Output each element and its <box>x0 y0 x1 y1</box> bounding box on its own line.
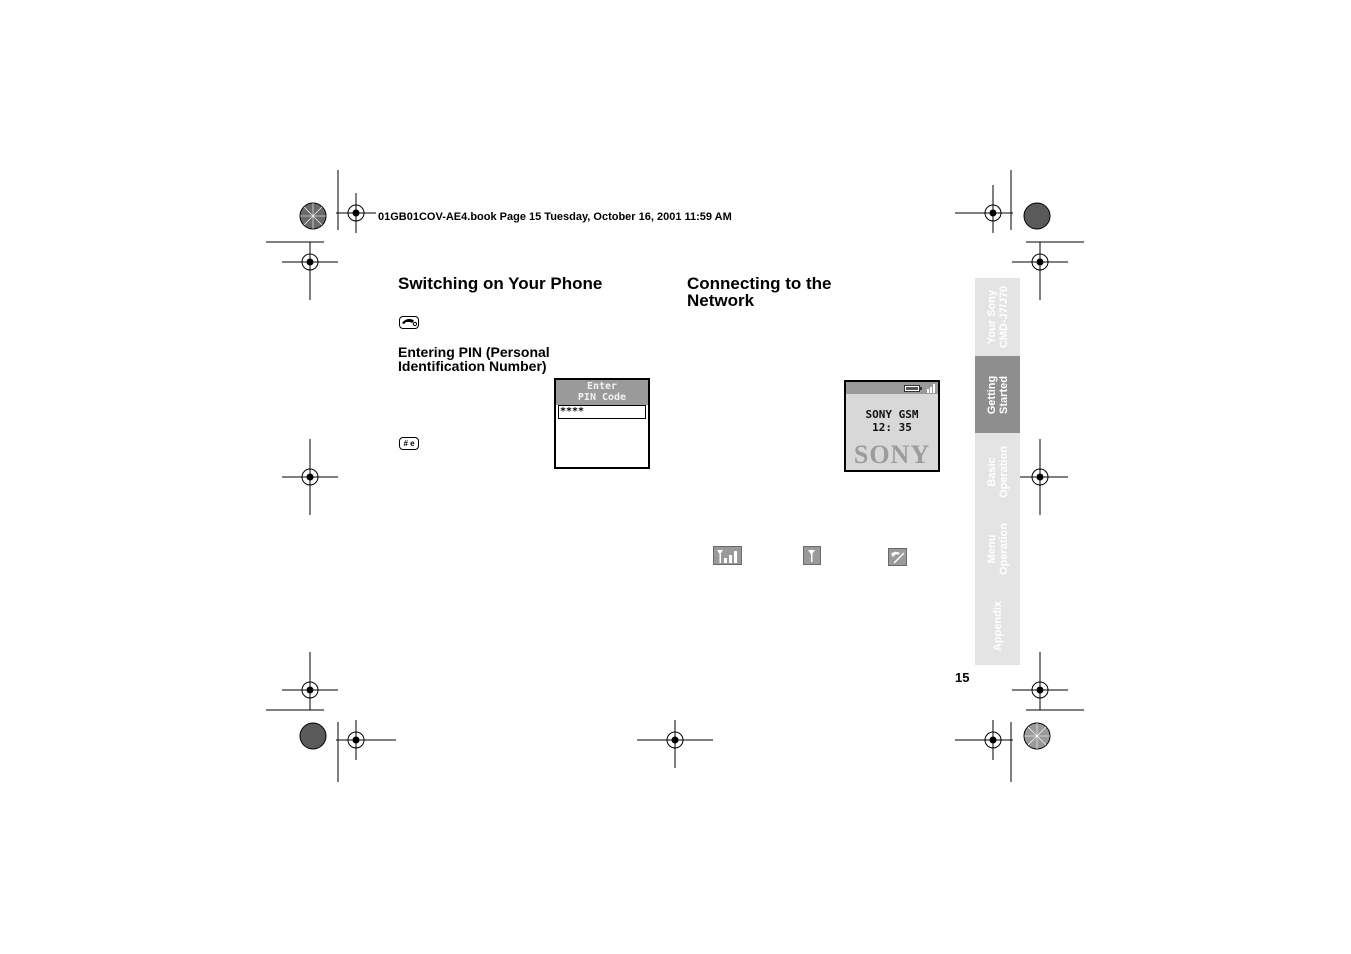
no-network-icon <box>803 546 821 565</box>
book-header: 01GB01COV-AE4.book Page 15 Tuesday, Octo… <box>378 211 732 223</box>
color-bar-circles <box>299 202 1051 750</box>
power-key-icon <box>399 316 419 329</box>
tab-getting-started-label: Getting Started <box>985 375 1010 414</box>
clock-time: 12: 35 <box>872 421 912 434</box>
network-info: SONY GSM 12: 35 <box>846 408 938 434</box>
hash-key-label: # e <box>403 439 415 448</box>
switching-on-heading: Switching on Your Phone <box>398 274 603 293</box>
network-standby-screen: SONY GSM 12: 35 SONY <box>844 380 940 472</box>
emergency-call-icon <box>888 548 907 566</box>
tab-basic-operation[interactable]: Basic Operation <box>975 433 1020 510</box>
tab-basic-operation-label: Basic Operation <box>985 445 1010 498</box>
battery-icon <box>904 385 922 392</box>
page-number: 15 <box>955 670 970 685</box>
pin-title-line1: Enter <box>586 381 618 392</box>
sony-logo: SONY <box>853 440 931 469</box>
pin-screen-title: Enter PIN Code <box>556 380 648 405</box>
pin-input-field: **** <box>558 405 646 419</box>
entering-pin-subheading: Entering PIN (Personal Identification Nu… <box>398 344 550 374</box>
tab-appendix-label: Appendix <box>991 600 1004 652</box>
chapter-tabs: Your Sony CMD-J7/J70 Getting Started Bas… <box>975 278 1020 665</box>
registration-marks <box>282 185 1068 768</box>
tab-your-sony[interactable]: Your Sony CMD-J7/J70 <box>975 278 1020 356</box>
connecting-network-heading: Connecting to the Network <box>687 274 832 310</box>
signal-icon <box>927 384 935 393</box>
tab-appendix[interactable]: Appendix <box>975 587 1020 665</box>
tab-getting-started[interactable]: Getting Started <box>975 356 1020 433</box>
tab-your-sony-label: Your Sony CMD-J7/J70 <box>985 285 1010 349</box>
tab-menu-operation-label: Menu Operation <box>985 522 1010 575</box>
operator-name: SONY GSM <box>865 408 919 421</box>
status-bar <box>846 382 938 394</box>
pin-entry-screen: Enter PIN Code **** <box>554 378 650 469</box>
hash-key-icon: # e <box>399 437 419 450</box>
pin-title-line2: PIN Code <box>577 392 627 403</box>
signal-strength-icon <box>713 546 742 565</box>
tab-menu-operation[interactable]: Menu Operation <box>975 510 1020 587</box>
